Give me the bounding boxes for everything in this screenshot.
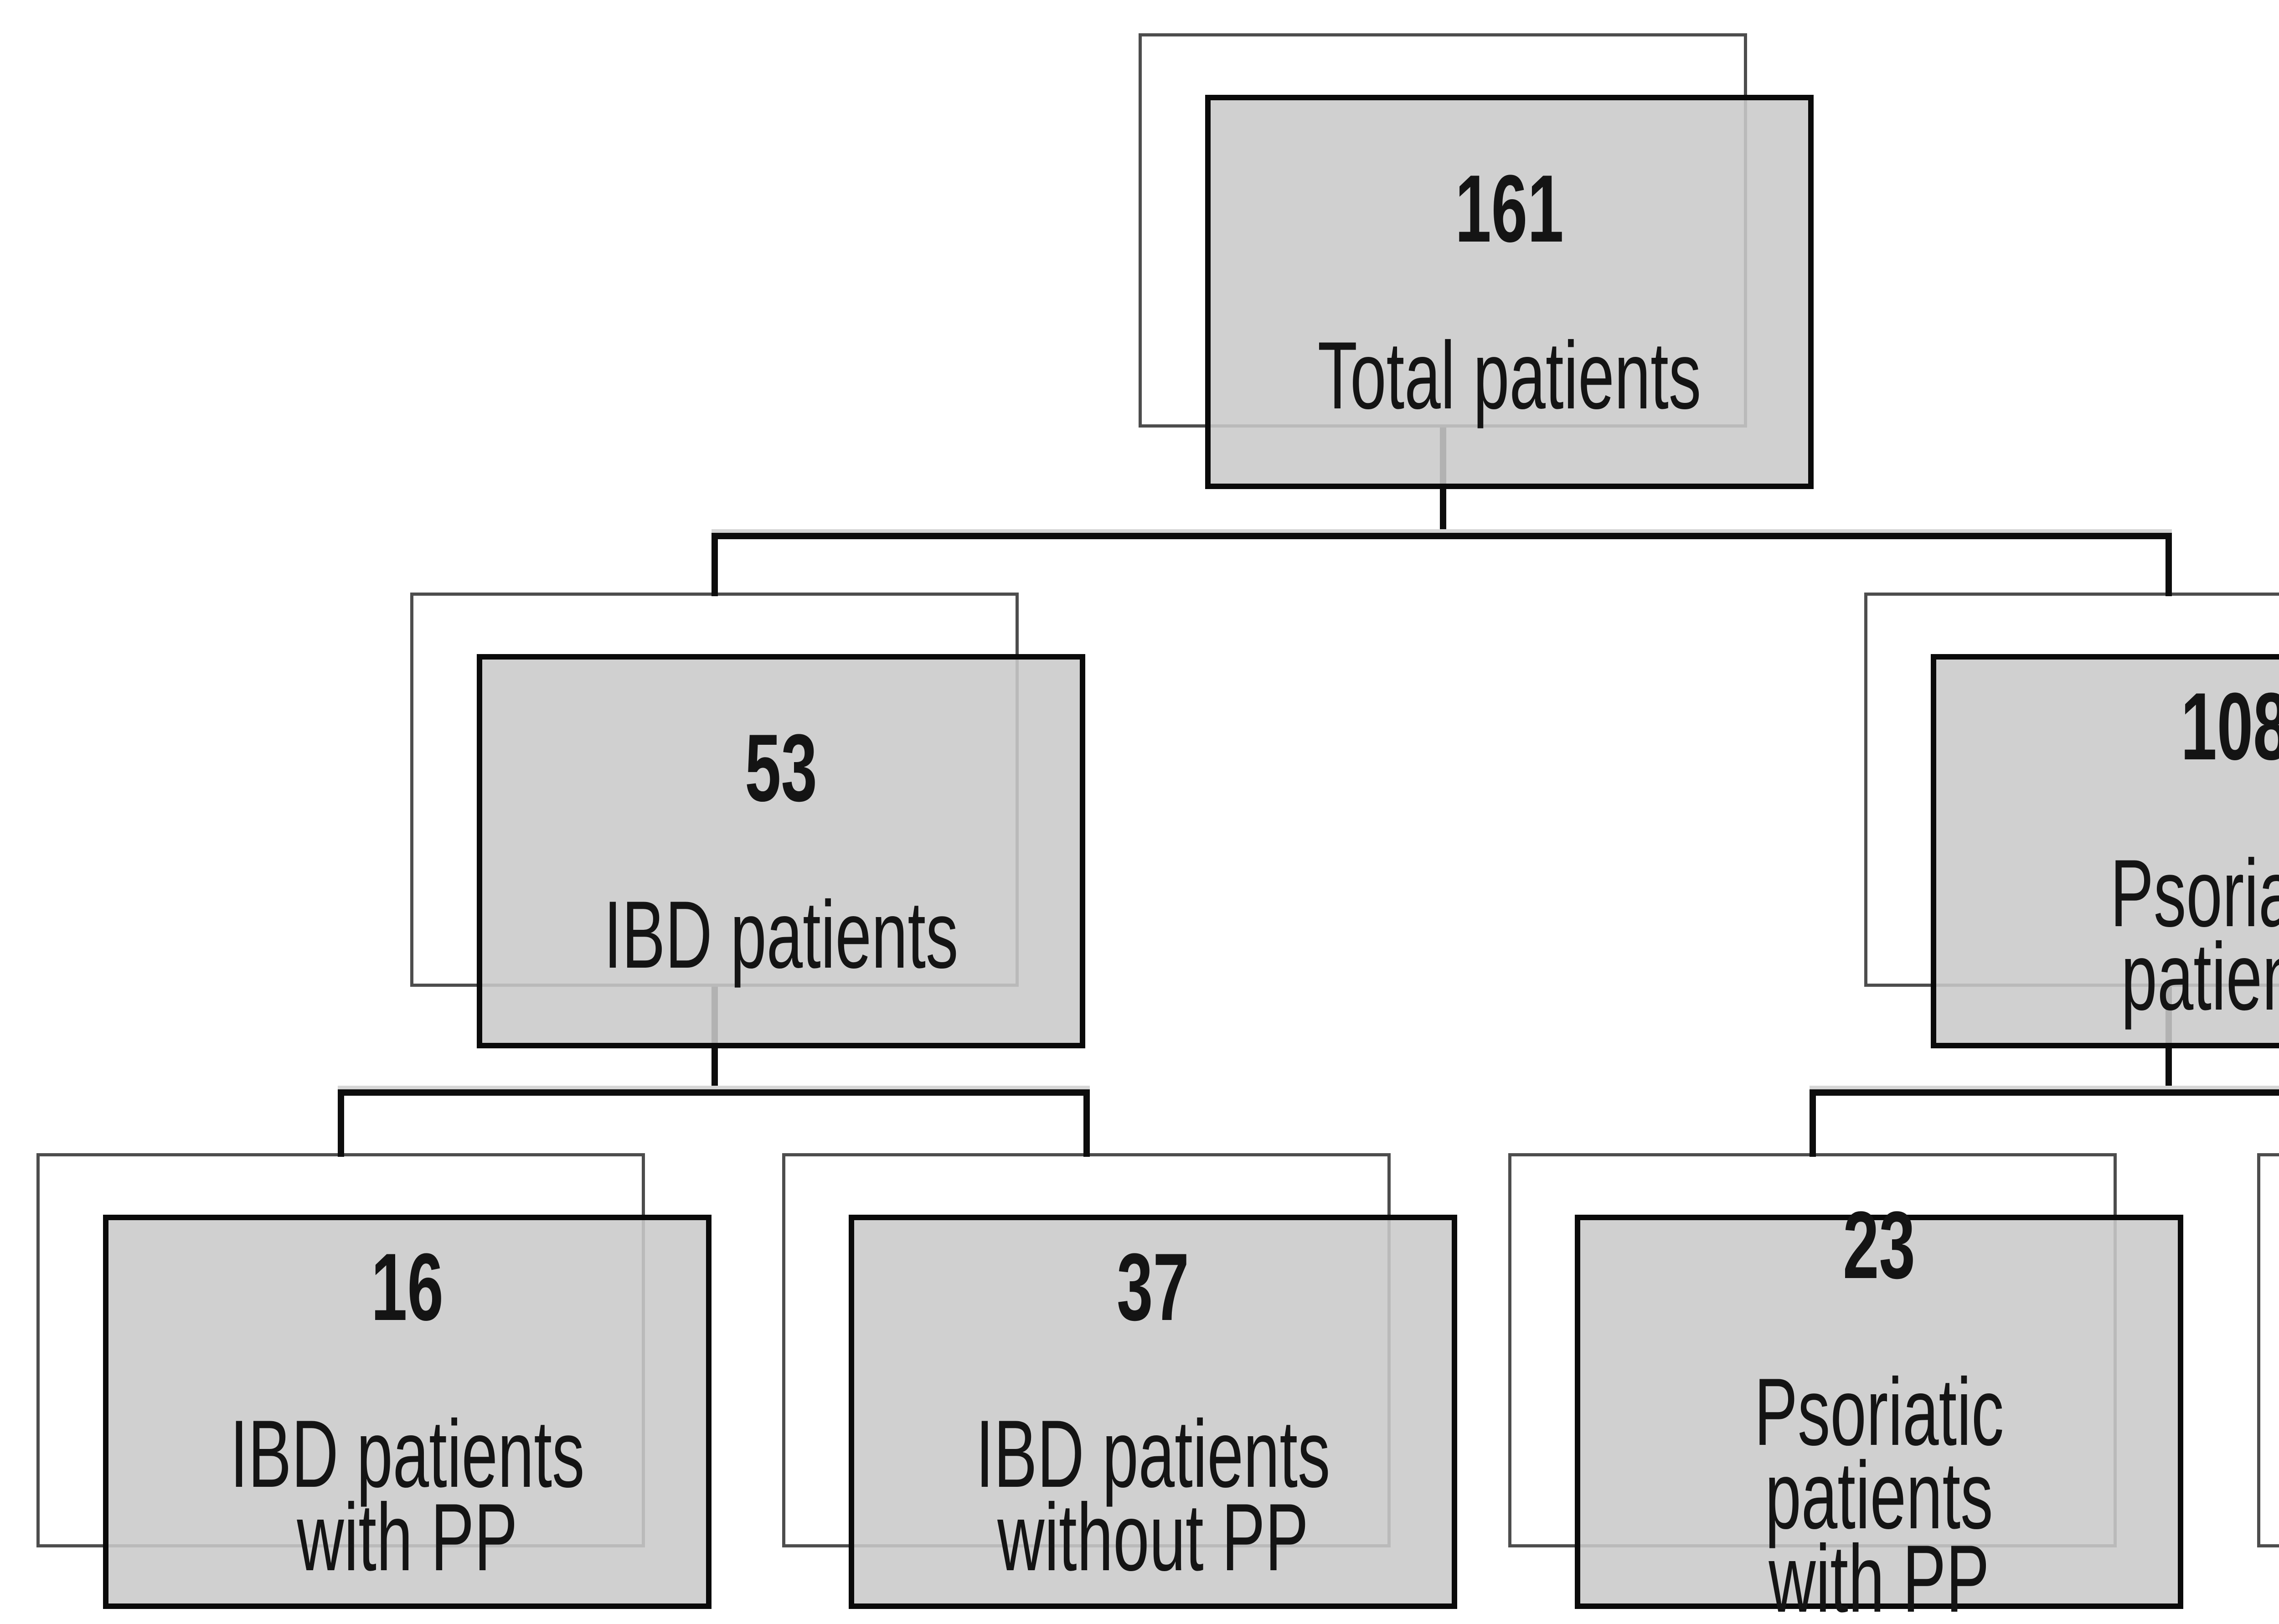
connector-drop-psoriatic <box>2165 539 2172 596</box>
node-shadow-box-psoriatic_without_pp <box>2257 1153 2279 1547</box>
node-text-spacer <box>2032 768 2279 851</box>
node-label: Psoriatic patients with PP <box>1754 1358 2004 1624</box>
connector-drop-ibd_without_pp <box>1083 1096 1090 1157</box>
connector-drop-ibd <box>711 539 718 596</box>
node-text-spacer <box>204 1329 610 1412</box>
node-text-psoriatic: 108Psoriatic patients <box>2032 672 2279 1030</box>
connector-rail-highlight-total <box>711 529 2172 533</box>
node-count: 53 <box>745 714 817 821</box>
node-label: IBD patients without PP <box>975 1400 1330 1591</box>
connector-rail-highlight-psoriatic <box>1809 1086 2279 1089</box>
connector-rail-ibd <box>337 1089 1090 1096</box>
node-text-spacer <box>1676 1287 2082 1370</box>
node-count: 161 <box>1455 155 1564 262</box>
node-count: 23 <box>1843 1191 1915 1299</box>
node-label: Total patients <box>1317 322 1702 429</box>
node-text-spacer <box>1306 250 1712 334</box>
connector-rail-total <box>711 533 2172 539</box>
connector-rail-highlight-ibd <box>337 1086 1090 1089</box>
connector-rail-psoriatic <box>1809 1089 2279 1096</box>
node-label: Psoriatic patients <box>2110 839 2279 1030</box>
node-count: 108 <box>2181 672 2279 780</box>
node-text-spacer <box>950 1329 1356 1412</box>
node-count: 16 <box>371 1233 443 1340</box>
connector-drop-ibd_with_pp <box>337 1096 344 1157</box>
connector-drop-psoriatic_with_pp <box>1809 1096 1816 1157</box>
node-text-spacer <box>578 809 984 893</box>
flow-node-psoriatic: 108Psoriatic patients <box>1931 654 2279 1048</box>
node-label: IBD patients <box>603 881 959 988</box>
node-label: IBD patients with PP <box>230 1400 585 1591</box>
node-count: 37 <box>1117 1233 1189 1340</box>
